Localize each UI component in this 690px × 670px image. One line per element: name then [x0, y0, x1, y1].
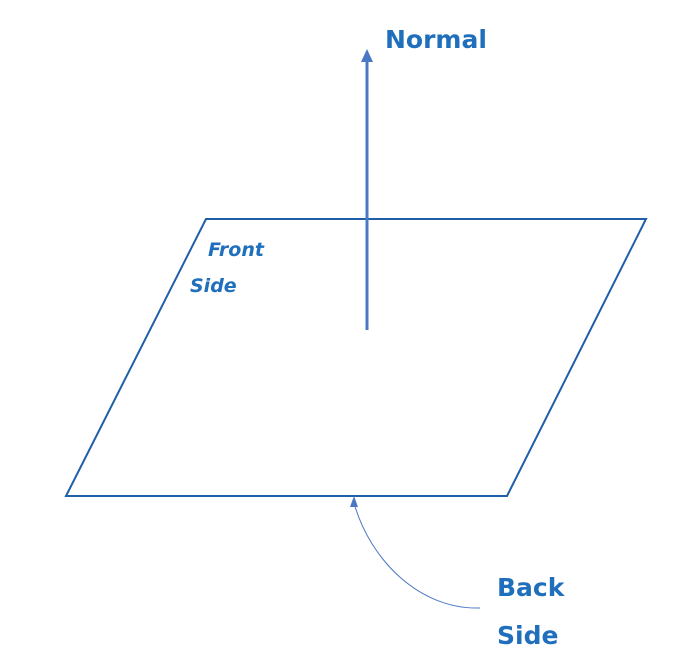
front-side-label: Front [208, 239, 264, 261]
back-side-arrow-curve [353, 502, 481, 609]
back-side-label-second-line: Side [497, 621, 559, 650]
back-side-label: Back [497, 573, 565, 602]
normal-arrow-head [361, 49, 373, 62]
normal-label: Normal [385, 25, 487, 54]
plane-surface [64, 218, 648, 497]
back-side-arrow-head [350, 496, 358, 507]
front-side-label-second-line: Side [190, 275, 237, 297]
